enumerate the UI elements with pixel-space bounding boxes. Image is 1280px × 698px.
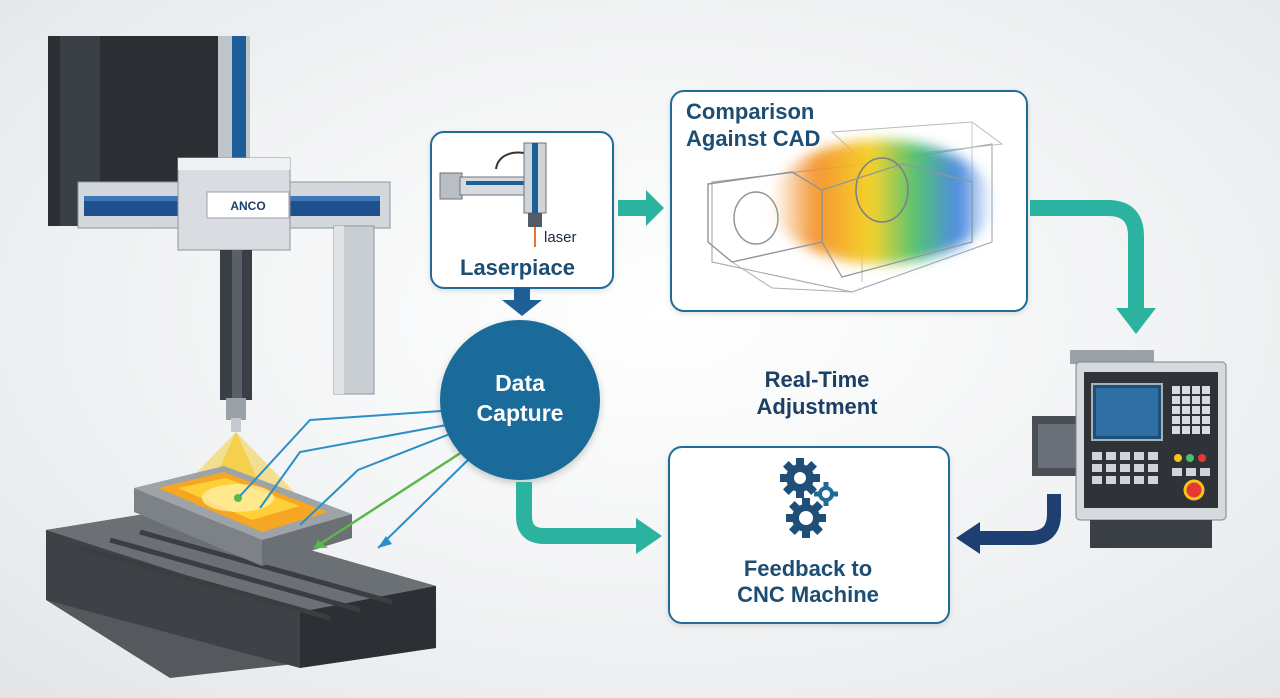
comparison-title: Comparison Against CAD	[686, 99, 821, 151]
feedback-panel: Feedback to CNC Machine	[668, 446, 950, 624]
laser-label: laser	[544, 229, 577, 246]
laser-sensor-title: Laserpiace	[460, 255, 575, 280]
arrow-sensor-to-comparison	[618, 190, 664, 226]
arrow-capture-to-feedback	[516, 482, 662, 554]
arrow-sensor-to-capture	[502, 288, 542, 316]
arrow-cnc-to-feedback	[956, 494, 1061, 554]
laser-sensor-icon	[439, 142, 547, 247]
data-capture-node: Data Capture	[440, 320, 600, 480]
cad-heatmap-model	[707, 121, 1004, 293]
brand-label: ANCO	[230, 199, 265, 213]
data-capture-label: Data Capture	[476, 370, 564, 426]
arrow-comparison-to-cnc	[1030, 200, 1156, 334]
cnc-controller-illustration	[1032, 350, 1227, 548]
gears-icon	[780, 458, 838, 538]
feedback-title: Feedback to CNC Machine	[737, 556, 879, 607]
comparison-panel: Comparison Against CAD	[670, 90, 1028, 312]
real-time-adjustment-label: Real-Time Adjustment	[756, 367, 878, 419]
laser-sensor-panel: laser Laserpiace	[430, 131, 614, 289]
cmm-machine-illustration: ANCO	[46, 36, 436, 678]
